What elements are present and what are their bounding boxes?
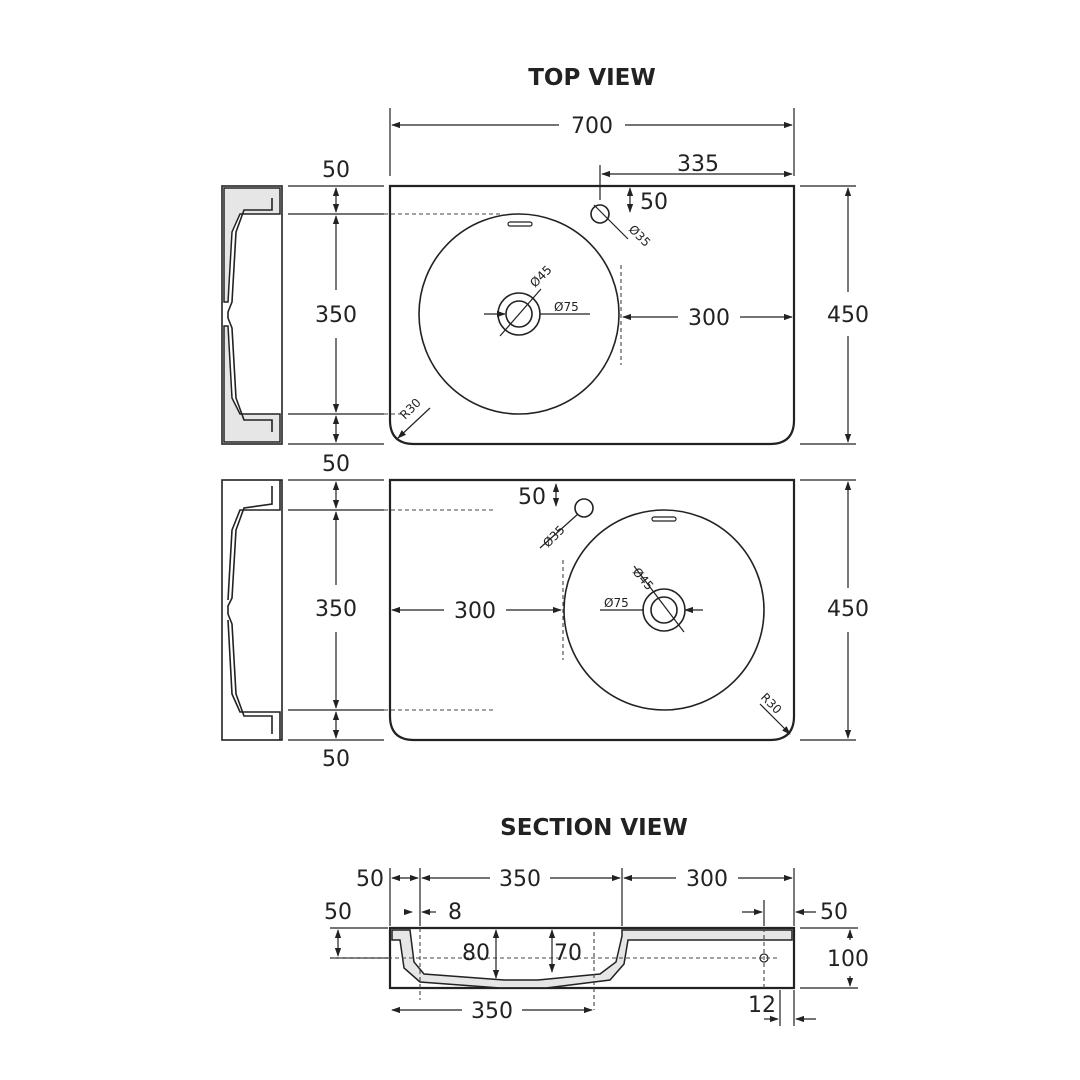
tap-diameter-label: Ø35: [626, 222, 653, 249]
left-distance-dimension: 300: [454, 599, 496, 624]
top-margin-dimension: 50: [322, 158, 350, 183]
mirror-drain-inner: [650, 596, 678, 624]
mirror-tap-edge-dimension: 50: [518, 485, 546, 510]
mirror-bottom-margin-dimension: 50: [322, 747, 350, 772]
bowl-circle: [418, 213, 620, 415]
basin-outline: [388, 184, 796, 446]
tap-offset-dimension: 335: [677, 152, 719, 177]
right-distance-dimension: 300: [688, 306, 730, 331]
tap-edge-dimension: 50: [640, 190, 668, 215]
height-dimension: 450: [827, 303, 869, 328]
section-base-thickness-dimension: 12: [748, 993, 776, 1018]
tap-hole: [590, 204, 610, 224]
section-total-height-dimension: 100: [827, 947, 869, 972]
mirror-drain-diameter-label: Ø45: [630, 565, 657, 593]
mirror-tap-hole: [574, 498, 594, 518]
top-view-title: TOP VIEW: [528, 65, 656, 91]
section-view-title: SECTION VIEW: [500, 815, 688, 841]
section-inner-depth-dimension: 70: [554, 941, 582, 966]
section-left-wall-dimension: 50: [356, 867, 384, 892]
width-dimension: 700: [571, 114, 613, 139]
overflow-slot: [507, 221, 533, 227]
waste-diameter-label: Ø75: [554, 300, 579, 314]
mirror-bowl-depth-dimension: 350: [315, 597, 357, 622]
side-profile-top: [221, 185, 283, 445]
mirror-corner-radius-label: R30: [758, 690, 785, 717]
mirror-bowl-circle: [563, 509, 765, 711]
mirror-waste-diameter-label: Ø75: [604, 596, 629, 610]
mirror-basin-outline: [388, 478, 796, 742]
drain-diameter-label: Ø45: [527, 263, 554, 290]
section-rim-drop-dimension: 50: [324, 900, 352, 925]
section-view: 50 350 300 8 50 50 80 70: [324, 867, 869, 1026]
section-bowl-width-dimension: 350: [499, 867, 541, 892]
bottom-margin-dimension: 50: [322, 452, 350, 477]
mirror-view: 50 Ø35 Ø75 Ø45 300 350 50: [221, 478, 869, 772]
drain-inner: [505, 300, 533, 328]
bowl-depth-dimension: 350: [315, 303, 357, 328]
mirror-overflow-slot: [651, 516, 677, 522]
section-shelf-width-dimension: 300: [686, 867, 728, 892]
mirror-height-dimension: 450: [827, 597, 869, 622]
side-profile-mirror: [221, 479, 283, 741]
top-view: 700 335 50 Ø35 Ø75 Ø45 300: [221, 108, 869, 477]
section-outer-depth-dimension: 80: [462, 941, 490, 966]
section-bowl-inner-width-dimension: 350: [471, 999, 513, 1024]
section-wall-thickness-dimension: 8: [448, 900, 462, 925]
section-overflow-dimension: 50: [820, 900, 848, 925]
